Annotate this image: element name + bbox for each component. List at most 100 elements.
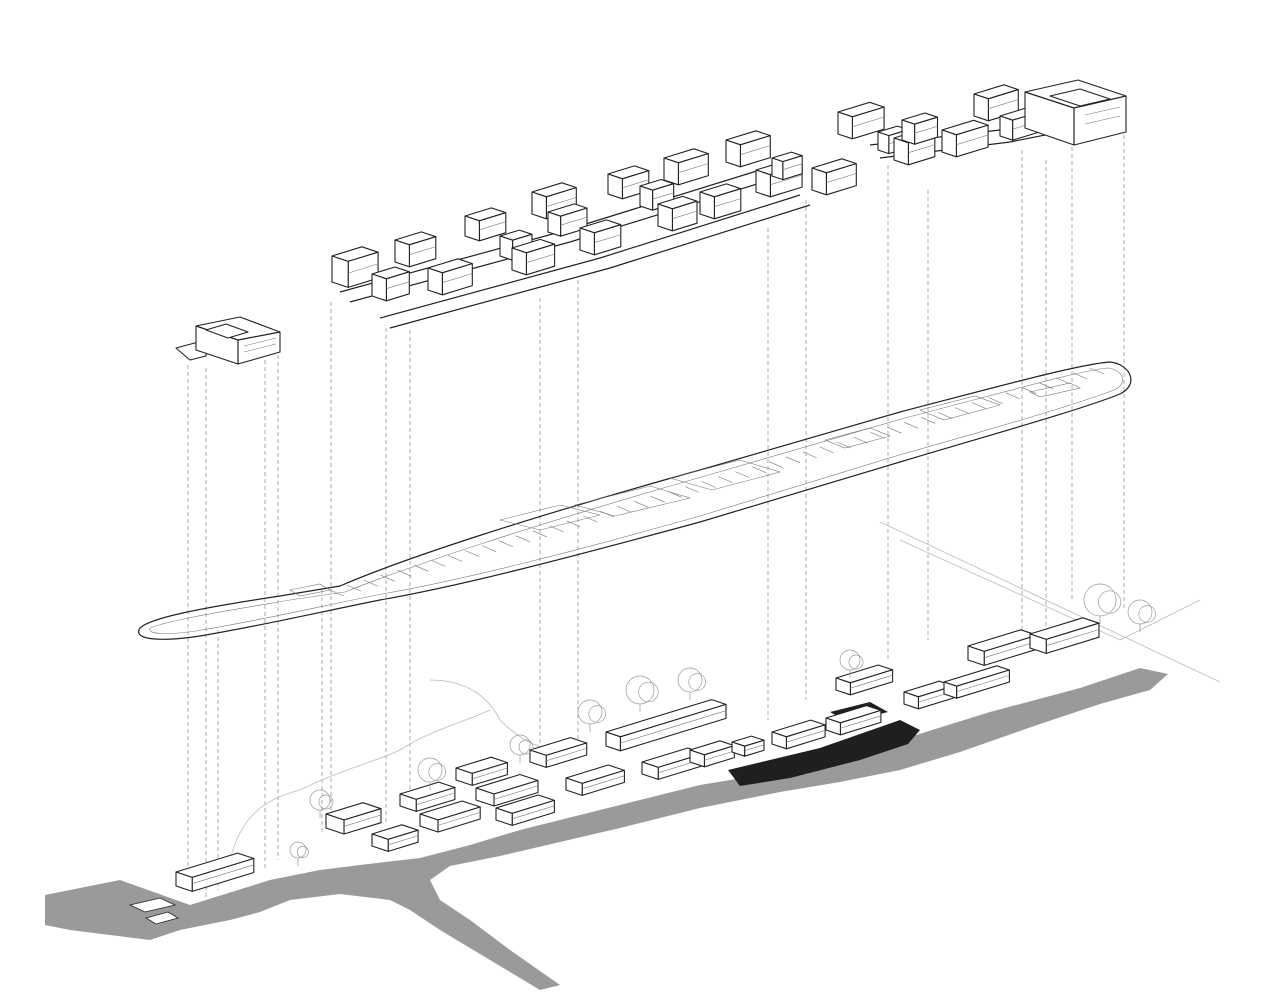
canopy-rib: [768, 461, 784, 468]
canopy-rib: [549, 525, 564, 533]
building-block-7: [511, 238, 556, 276]
canopy-rib: [363, 579, 378, 587]
canopy-rib: [464, 550, 480, 557]
tree-icon: [1127, 599, 1156, 632]
building-blocks-row: [331, 130, 857, 302]
canopy-rib: [481, 545, 497, 552]
building-block-4: [427, 258, 473, 296]
canopy-rib: [498, 540, 514, 547]
canopy-rib: [1056, 377, 1071, 385]
canopy-rib: [836, 441, 851, 449]
site-building-3: [371, 824, 419, 852]
canopy-rib: [414, 565, 429, 572]
canopy-rib: [616, 505, 632, 513]
canopy-rib: [448, 555, 463, 562]
canopy-rib: [802, 451, 818, 459]
building-block-5: [464, 207, 507, 242]
site-building-7: [475, 773, 539, 807]
tree-icon: [577, 699, 606, 732]
building-block-14: [663, 148, 709, 186]
tree-icon: [839, 649, 864, 678]
canopy-rib: [819, 446, 834, 454]
building-block-15: [699, 183, 742, 220]
canopy-rib: [1072, 372, 1088, 380]
canopy-rib: [667, 491, 682, 498]
building-block-10: [579, 219, 622, 256]
building-cluster-east: [837, 79, 1127, 166]
canopy-rib: [785, 456, 801, 464]
building-block-2: [371, 266, 410, 302]
site-building-6: [455, 756, 508, 786]
tree-icon: [625, 675, 659, 712]
site-building-14: [731, 735, 765, 757]
canopy-rib: [583, 515, 598, 523]
highlighted-plaza: [728, 720, 920, 786]
canopy-rib: [380, 574, 395, 582]
tree-icon: [1083, 583, 1122, 624]
canopy-rib: [988, 397, 1003, 404]
canopy-rib: [1089, 367, 1105, 375]
canopy-rib: [1005, 392, 1020, 399]
canopy-rib: [397, 570, 412, 577]
ground-site: [45, 521, 1221, 990]
canopy-rib: [684, 486, 699, 493]
canopy-rib: [431, 560, 446, 567]
site-building-17: [835, 664, 894, 696]
tree-icon: [509, 734, 534, 763]
site-building-1: [175, 852, 255, 892]
tree-icon: [417, 757, 446, 790]
tree-icon: [289, 841, 309, 866]
canopy-rib: [920, 417, 936, 424]
site-building-2: [325, 802, 382, 835]
canopy-rib: [971, 402, 986, 409]
canopy-rib: [887, 426, 902, 434]
site-building-21: [1029, 617, 1100, 654]
canopy-rib: [752, 466, 767, 473]
canopy-rib: [701, 481, 716, 488]
tree-icon: [309, 789, 334, 818]
site-building-19: [943, 665, 1010, 699]
site-building-15: [771, 719, 826, 750]
canopy-rib: [566, 520, 581, 528]
canopy-rib: [1022, 387, 1037, 394]
canopy-rib: [329, 589, 345, 597]
site-building-13: [689, 740, 735, 768]
site-building-20: [967, 629, 1038, 666]
site-building-4: [399, 781, 456, 812]
canopy-rib: [650, 496, 666, 503]
canopy-rib: [954, 407, 970, 414]
shoreline-mass: [45, 668, 1168, 990]
building-block-3: [394, 231, 437, 268]
east-block-1: [837, 101, 885, 140]
canopy-rib: [718, 476, 733, 483]
building-block-1: [331, 246, 379, 288]
canopy-rib: [735, 471, 750, 478]
canopy-rib: [1039, 382, 1054, 390]
roof-canopy: [138, 361, 1132, 640]
east-block-5: [941, 119, 989, 158]
canopy-rib: [515, 535, 530, 542]
canopy-rib: [532, 530, 547, 538]
canopy-rib: [600, 510, 615, 518]
site-building-10: [565, 764, 625, 796]
east-block-4: [901, 112, 939, 145]
canopy-rib: [870, 431, 885, 439]
projection-lines: [187, 135, 1125, 900]
tree-icon: [677, 667, 706, 700]
site-building-5: [419, 800, 481, 833]
site-building-8: [495, 794, 555, 826]
building-block-13: [657, 195, 698, 232]
canopy-rib: [346, 584, 362, 592]
upper-building-blocks: [175, 79, 1127, 365]
canopy-rib: [633, 500, 649, 508]
canopy-rib: [853, 436, 868, 444]
building-block-19: [811, 158, 857, 196]
building-block-18: [771, 151, 803, 181]
site-building-9: [529, 737, 588, 768]
canopy-rib: [937, 412, 953, 419]
building-block-16: [725, 130, 771, 168]
isolated-pavilion: [175, 316, 281, 365]
site-building-11: [605, 699, 727, 752]
